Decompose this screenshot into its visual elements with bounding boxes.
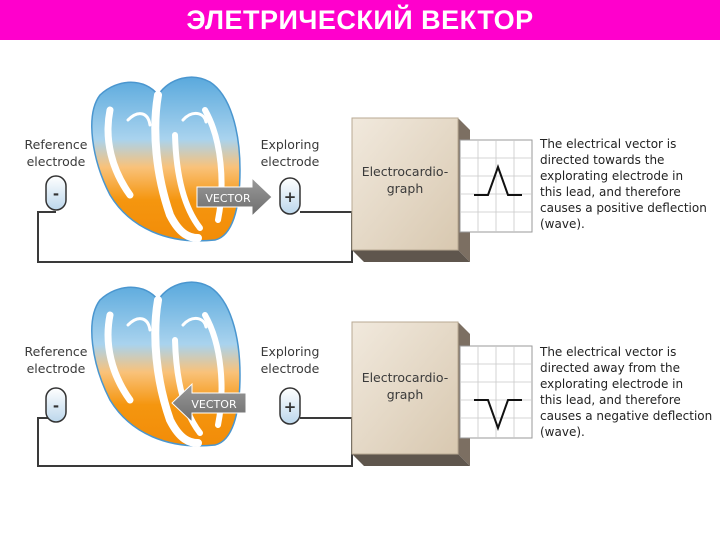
description-line-2: directed away from the (540, 361, 680, 375)
reference-electrode-icon (45, 387, 67, 423)
description-line-3: explorating electrode in (540, 377, 683, 391)
panel-negative: Reference electrode - Exploring electrod… (25, 282, 712, 467)
title-bar (0, 0, 720, 40)
negative-sign: - (53, 185, 59, 203)
reference-label-line2: electrode (27, 154, 86, 169)
description-line-4: this lead, and therefore (540, 185, 681, 199)
description-line-2: directed towards the (540, 153, 664, 167)
description-line-6: (wave). (540, 217, 585, 231)
description-line-5: causes a negative deflection (540, 409, 712, 423)
device-bottom (352, 454, 470, 466)
exploring-label-line1: Exploring (261, 344, 320, 359)
heart-icon (92, 77, 240, 241)
negative-wave-trace (474, 399, 522, 431)
description-line-4: this lead, and therefore (540, 393, 681, 407)
electrocardiograph-device (351, 321, 459, 455)
description-line-5: causes a positive deflection (540, 201, 707, 215)
device-label-line1: Electrocardio- (362, 164, 449, 179)
vector-label: VECTOR (191, 398, 237, 411)
device-label-line2: graph (387, 181, 424, 196)
positive-sign: + (284, 398, 297, 416)
heart-icon (92, 282, 240, 446)
description-line-1: The electrical vector is (539, 137, 676, 151)
device-bottom (352, 250, 470, 262)
panel-positive: Reference electrode - Exploring electrod… (25, 77, 707, 263)
description-line-3: explorating electrode in (540, 169, 683, 183)
device-label-line1: Electrocardio- (362, 370, 449, 385)
exploring-electrode-icon (279, 177, 301, 215)
device-label-line2: graph (387, 387, 424, 402)
lead-wire (37, 211, 353, 263)
exploring-label-line1: Exploring (261, 137, 320, 152)
reference-electrode-icon (45, 175, 67, 211)
vector-arrow-left-icon (171, 382, 247, 424)
lead-wire (37, 417, 353, 467)
ecg-paper (459, 139, 533, 233)
page-title: ЭЛЕТРИЧЕСКИЙ ВЕКТОР (186, 5, 534, 35)
positive-wave-trace (474, 164, 522, 196)
exploring-label-line2: electrode (261, 154, 320, 169)
negative-sign: - (53, 397, 59, 415)
description-line-1: The electrical vector is (539, 345, 676, 359)
positive-sign: + (284, 188, 297, 206)
reference-label-line2: electrode (27, 361, 86, 376)
vector-label: VECTOR (205, 192, 251, 205)
electrocardiograph-device (351, 117, 459, 251)
description-line-6: (wave). (540, 425, 585, 439)
exploring-electrode-icon (279, 387, 301, 425)
reference-label-line1: Reference (25, 344, 88, 359)
vector-arrow-right-icon (196, 176, 273, 218)
exploring-label-line2: electrode (261, 361, 320, 376)
reference-label-line1: Reference (25, 137, 88, 152)
